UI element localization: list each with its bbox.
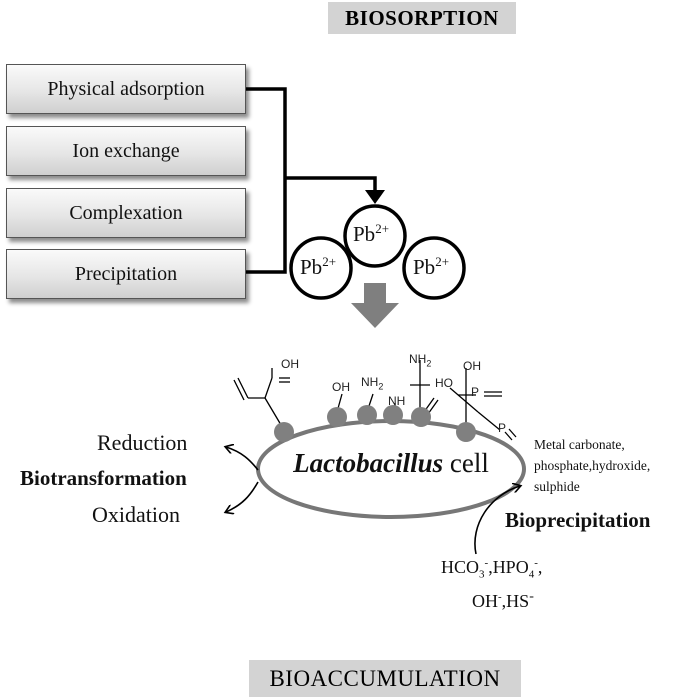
pb-ion-label-top: Pb2+ [353, 221, 390, 246]
biosorption-title: BIOSORPTION [328, 2, 516, 34]
binding-site-4 [383, 405, 403, 425]
chem-oh-p: OH [463, 359, 481, 373]
binding-site-2 [327, 407, 347, 427]
chem-p-right: P [498, 421, 507, 435]
cell-label: Lactobacillus cell [258, 448, 524, 479]
mechanism-complexation: Complexation [6, 188, 246, 238]
anions-line-1: HCO3-,HPO4-, [441, 557, 543, 581]
reduction-arrow-icon [226, 447, 259, 471]
mechanism-ion-exchange: Ion exchange [6, 126, 246, 176]
chem-ho: HO [435, 376, 453, 390]
mechanism-physical-adsorption: Physical adsorption [6, 64, 246, 114]
pb-ion-circle-right [402, 236, 466, 300]
arrow-to-pb-icon [365, 190, 385, 204]
cell-genus: Lactobacillus [293, 448, 444, 478]
binding-site-1 [274, 422, 294, 442]
chem-nh2-1: NH2 [361, 375, 384, 392]
pb-ion-label-left: Pb2+ [300, 254, 337, 279]
chem-oh-1: OH [281, 357, 299, 371]
binding-sites [274, 405, 476, 442]
cell-suffix: cell [443, 448, 489, 478]
oxidation-arrow-icon [226, 481, 259, 512]
oxidation-label: Oxidation [92, 502, 180, 527]
bioprecipitation-label: Bioprecipitation [505, 508, 651, 532]
anions-line-2: OH-,HS- [472, 589, 534, 611]
binding-site-3 [357, 405, 377, 425]
bioaccumulation-title: BIOACCUMULATION [249, 660, 521, 697]
pb-ion-circle-top [343, 204, 407, 268]
chem-nh: NH [388, 394, 406, 408]
chem-p-top: P [471, 385, 480, 399]
biotransformation-label: Biotransformation [20, 466, 187, 490]
chem-nh2-2: NH2 [409, 352, 432, 369]
bioprecipitation-arrow-icon [474, 486, 520, 555]
binding-site-5 [411, 407, 431, 427]
binding-site-6 [456, 422, 476, 442]
pb-ion-circle-left [289, 236, 353, 300]
down-arrow-icon [351, 283, 399, 328]
mechanism-precipitation: Precipitation [6, 249, 246, 299]
metal-products-label: Metal carbonate, phosphate,hydroxide, su… [534, 437, 651, 494]
chem-oh-2: OH [332, 380, 350, 394]
pb-ion-label-right: Pb2+ [413, 254, 450, 279]
reduction-label: Reduction [97, 430, 188, 455]
